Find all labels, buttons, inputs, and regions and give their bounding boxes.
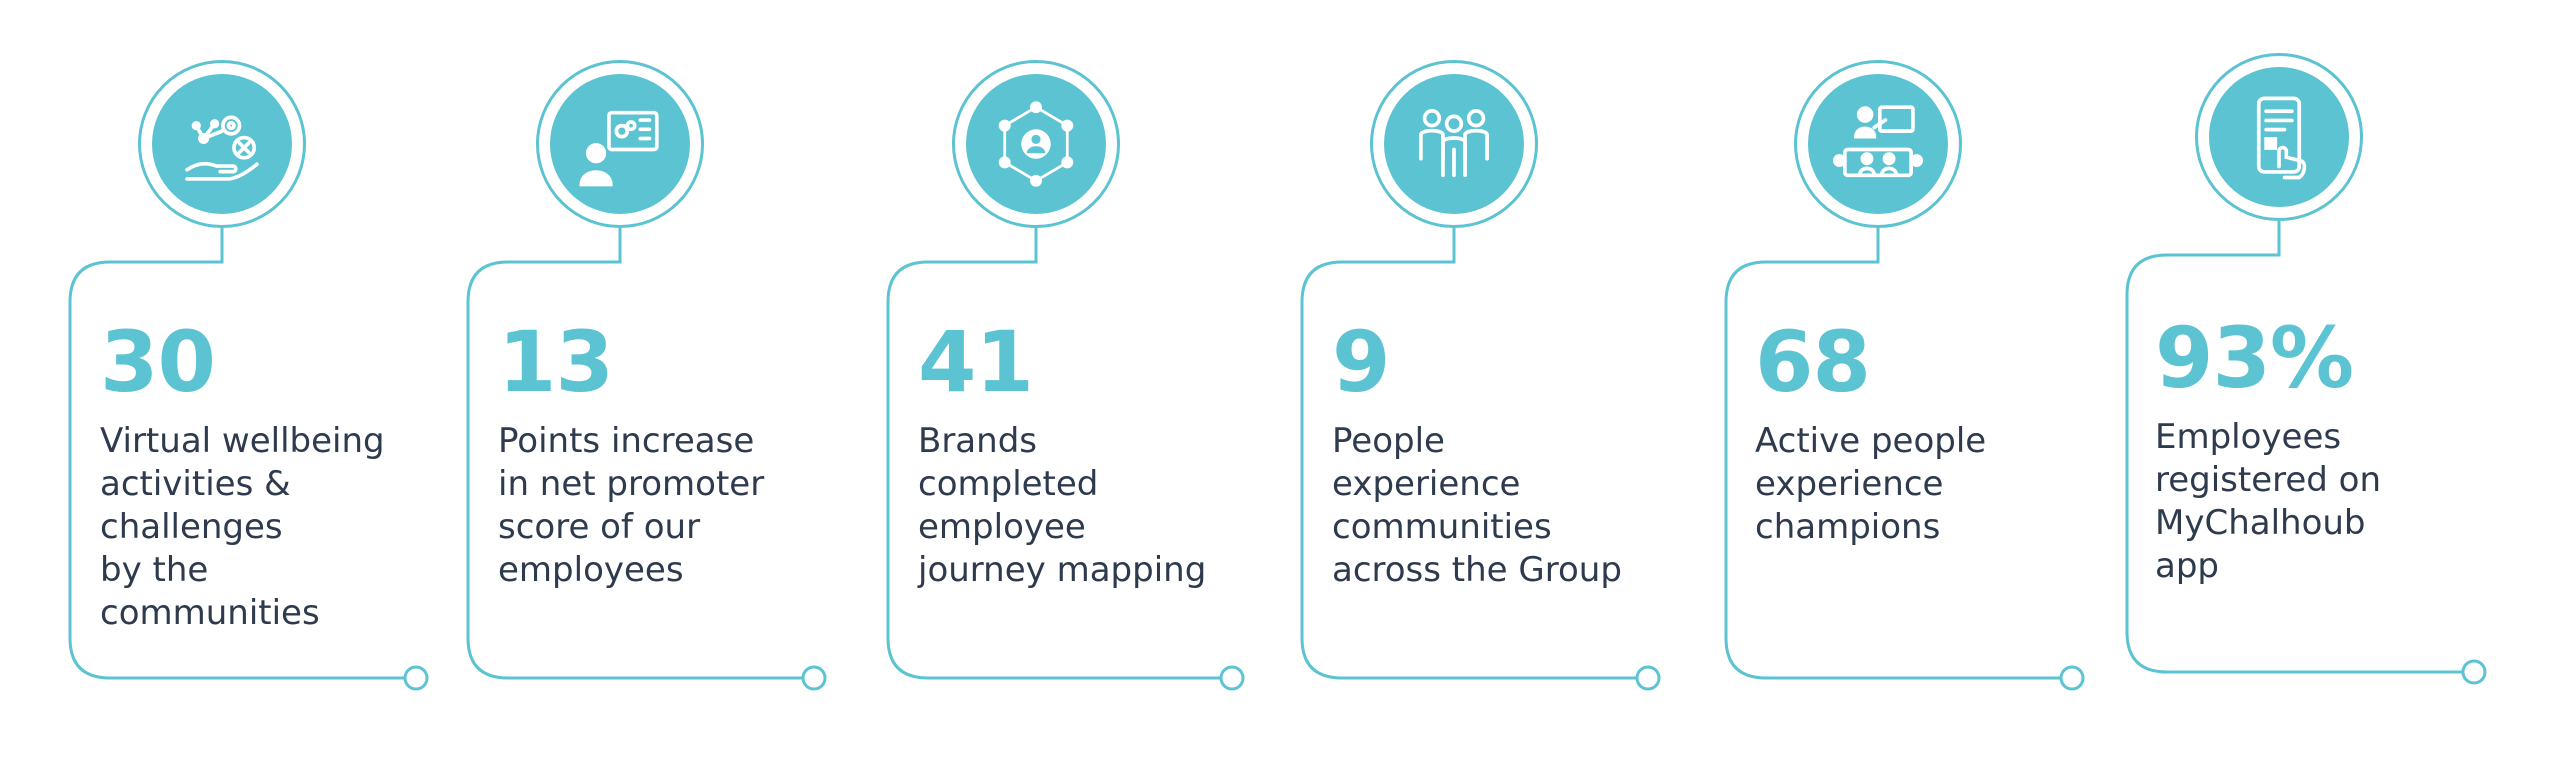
connector-line	[1300, 228, 1636, 680]
connector-line	[1724, 228, 2060, 680]
stat-value: 93%	[2155, 309, 2354, 407]
stat-card: 68 Active people experience champions	[0, 0, 1986, 758]
stat-card: 13 Points increase in net promoter score…	[0, 0, 764, 758]
network-person-icon	[998, 101, 1074, 187]
stat-description: People experience communities across the…	[1332, 421, 1622, 590]
stat-description: Active people experience champions	[1755, 421, 1987, 547]
icon-ring	[2195, 53, 2363, 221]
connector-end-dot	[801, 665, 827, 691]
icon-ring	[1794, 60, 1962, 228]
hand-gears-icon	[185, 115, 259, 181]
stat-card: 41 Brands completed employee journey map…	[0, 0, 1206, 758]
icon-ring	[952, 60, 1120, 228]
stat-description: Brands completed employee journey mappin…	[918, 421, 1207, 590]
stat-card: 93% Employees registered on MyChalhoub a…	[0, 0, 2381, 758]
connector-end-dot	[2059, 665, 2085, 691]
icon-ring	[536, 60, 704, 228]
connector-line	[2125, 221, 2462, 674]
connector-end-dot	[1635, 665, 1661, 691]
stat-value: 30	[100, 313, 216, 411]
connector-line	[68, 228, 404, 680]
stat-value: 9	[1332, 313, 1390, 411]
stat-value: 13	[498, 313, 614, 411]
stat-card: 9 People experience communities across t…	[0, 0, 1622, 758]
people-group-icon	[1419, 109, 1489, 178]
meeting-presentation-icon	[1832, 105, 1924, 178]
stat-value: 41	[918, 313, 1034, 411]
connector-end-dot	[403, 665, 429, 691]
stat-description: Points increase in net promoter score of…	[498, 421, 765, 590]
connector-line	[886, 228, 1220, 680]
stat-description: Virtual wellbeing activities & challenge…	[100, 421, 385, 633]
presenter-board-icon	[579, 110, 659, 187]
connector-end-dot	[2461, 659, 2487, 685]
icon-ring	[138, 60, 306, 228]
connector-line	[466, 228, 802, 680]
mobile-app-icon	[2256, 96, 2307, 180]
stat-value: 68	[1755, 313, 1871, 411]
stat-description: Employees registered on MyChalhoub app	[2155, 417, 2382, 586]
stat-card: 30 Virtual wellbeing activities & challe…	[0, 0, 420, 758]
icon-ring	[1370, 60, 1538, 228]
connector-end-dot	[1219, 665, 1245, 691]
